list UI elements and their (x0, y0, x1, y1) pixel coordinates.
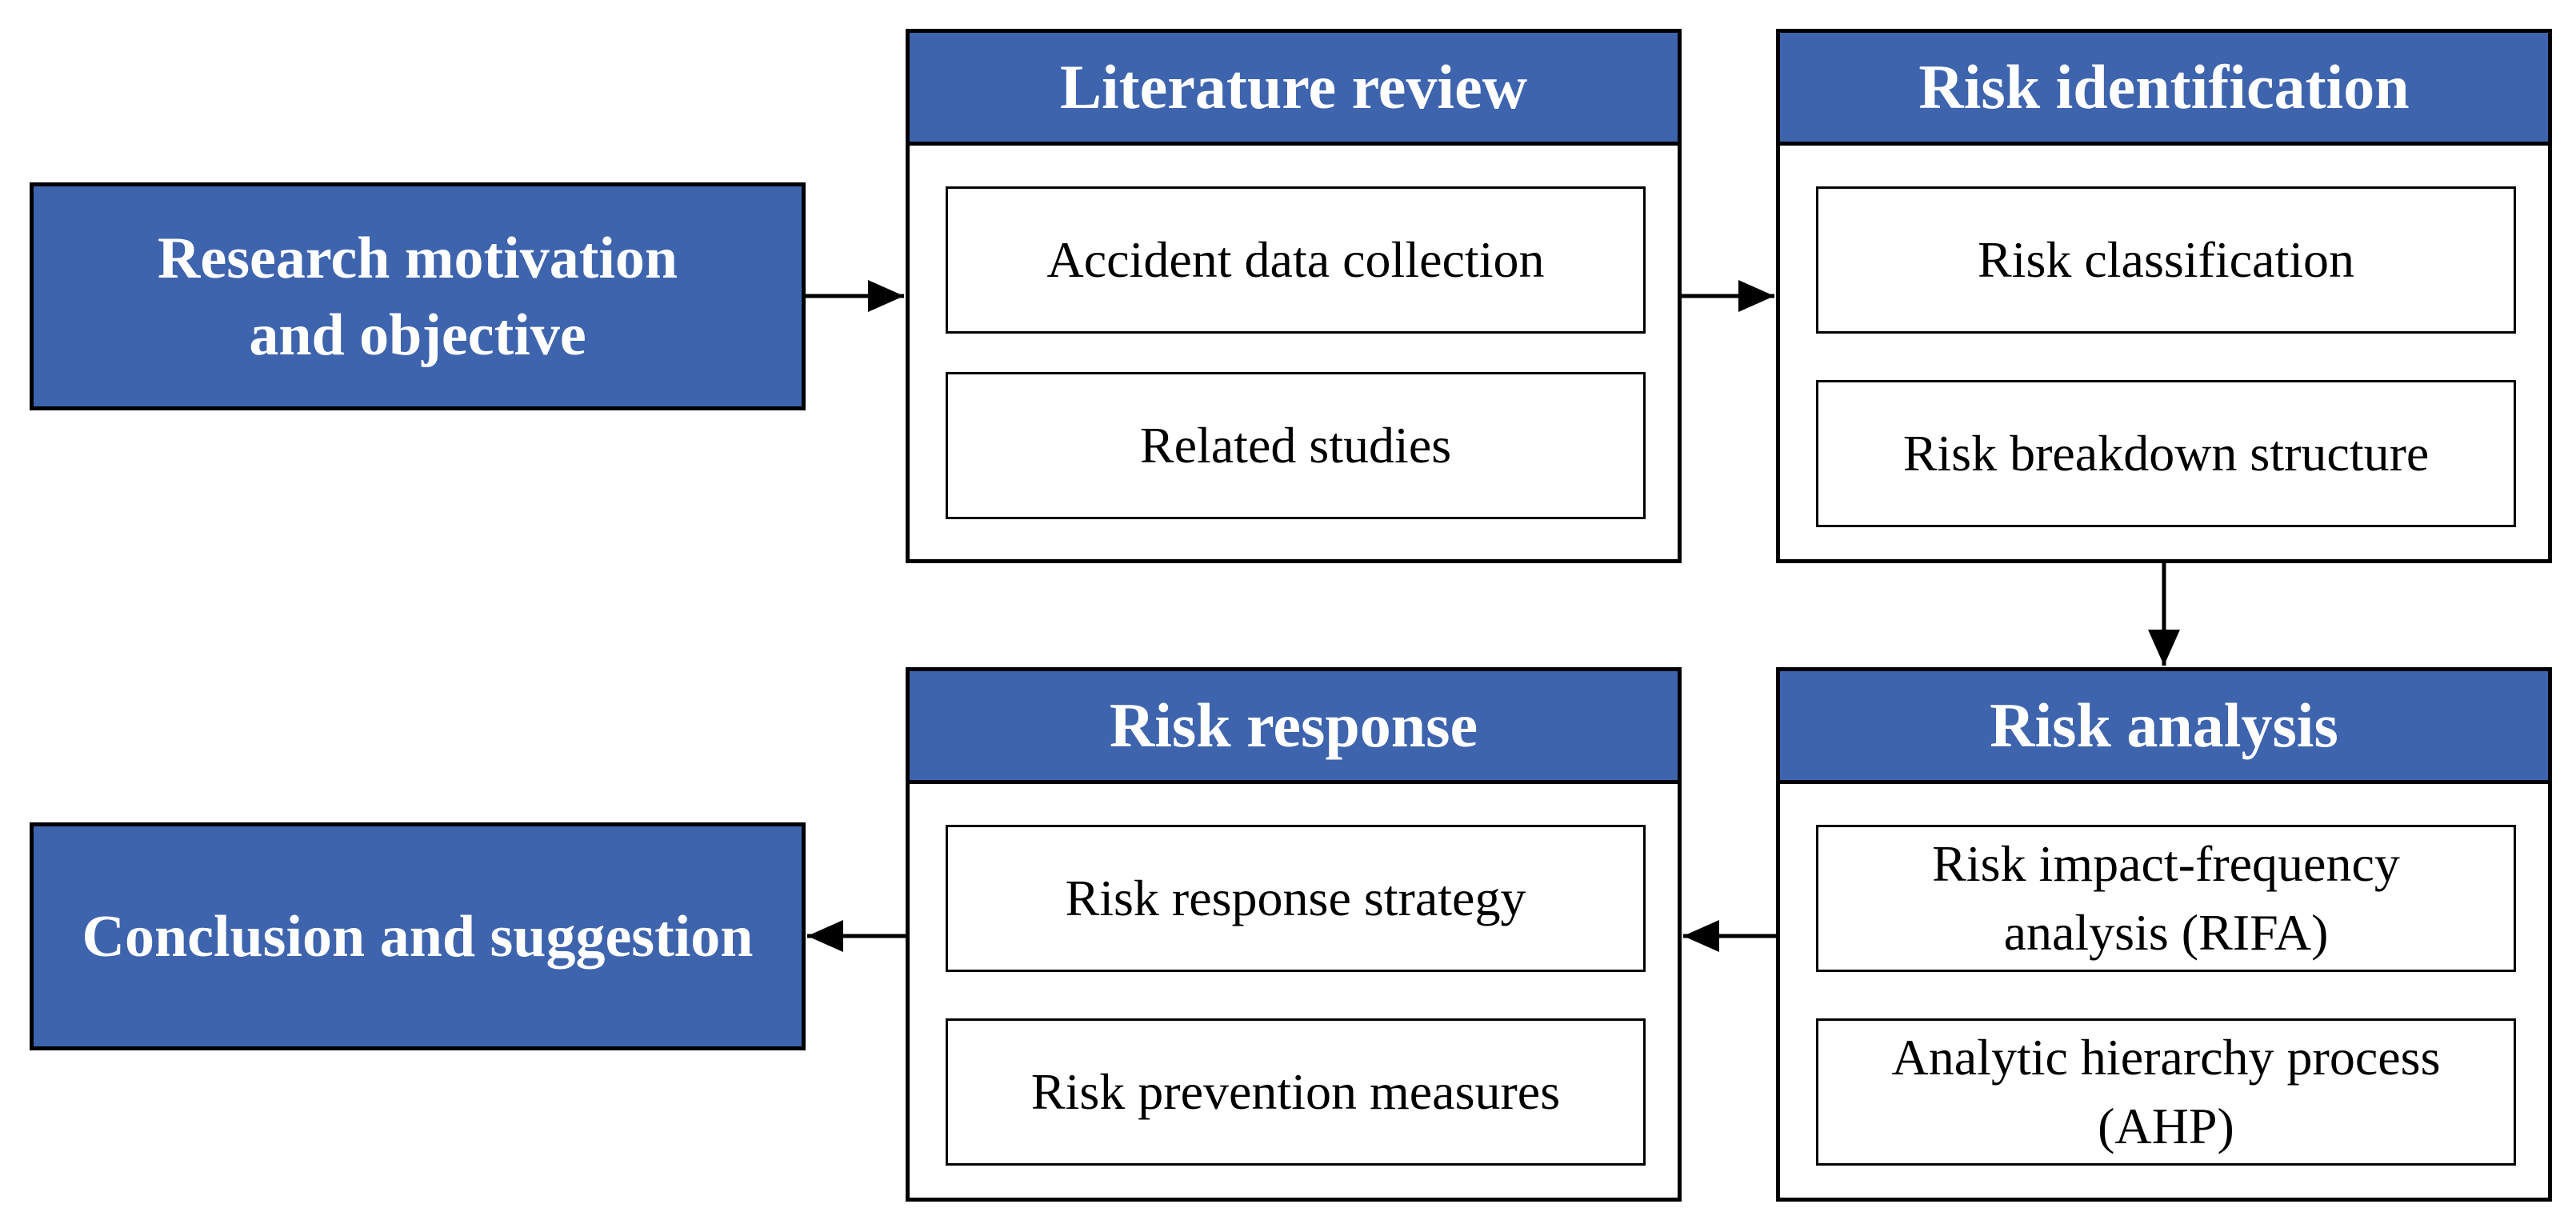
research-motivation-box: Research motivation and objective (30, 182, 806, 410)
risk-identification-title: Risk identification (1780, 33, 2548, 146)
research-motivation-line2: and objective (249, 302, 586, 368)
conclusion-label: Conclusion and suggestion (82, 903, 754, 970)
risk-classification-box: Risk classification (1816, 186, 2516, 334)
rifa-box: Risk impact-frequency analysis (RIFA) (1816, 825, 2516, 972)
risk-response-strategy-box: Risk response strategy (946, 825, 1646, 972)
risk-analysis-title: Risk analysis (1780, 671, 2548, 784)
ahp-line1: Analytic hierarchy process (1891, 1029, 2441, 1086)
literature-review-stage: Literature review Accident data collecti… (906, 29, 1682, 563)
ahp-line2: (AHP) (2098, 1098, 2234, 1154)
rifa-line2: analysis (RIFA) (2003, 904, 2329, 961)
rifa-line1: Risk impact-frequency (1932, 835, 2400, 892)
research-motivation-line1: Research motivation (157, 225, 678, 291)
risk-response-title: Risk response (910, 671, 1678, 784)
literature-review-title: Literature review (910, 33, 1678, 146)
accident-data-collection-box: Accident data collection (946, 186, 1646, 334)
risk-prevention-measures-box: Risk prevention measures (946, 1018, 1646, 1166)
risk-response-stage: Risk response Risk response strategy Ris… (906, 667, 1682, 1202)
ahp-box: Analytic hierarchy process (AHP) (1816, 1018, 2516, 1166)
risk-identification-stage: Risk identification Risk classification … (1776, 29, 2552, 563)
risk-analysis-stage: Risk analysis Risk impact-frequency anal… (1776, 667, 2552, 1202)
related-studies-box: Related studies (946, 372, 1646, 519)
conclusion-box: Conclusion and suggestion (30, 822, 806, 1050)
risk-breakdown-structure-box: Risk breakdown structure (1816, 380, 2516, 527)
